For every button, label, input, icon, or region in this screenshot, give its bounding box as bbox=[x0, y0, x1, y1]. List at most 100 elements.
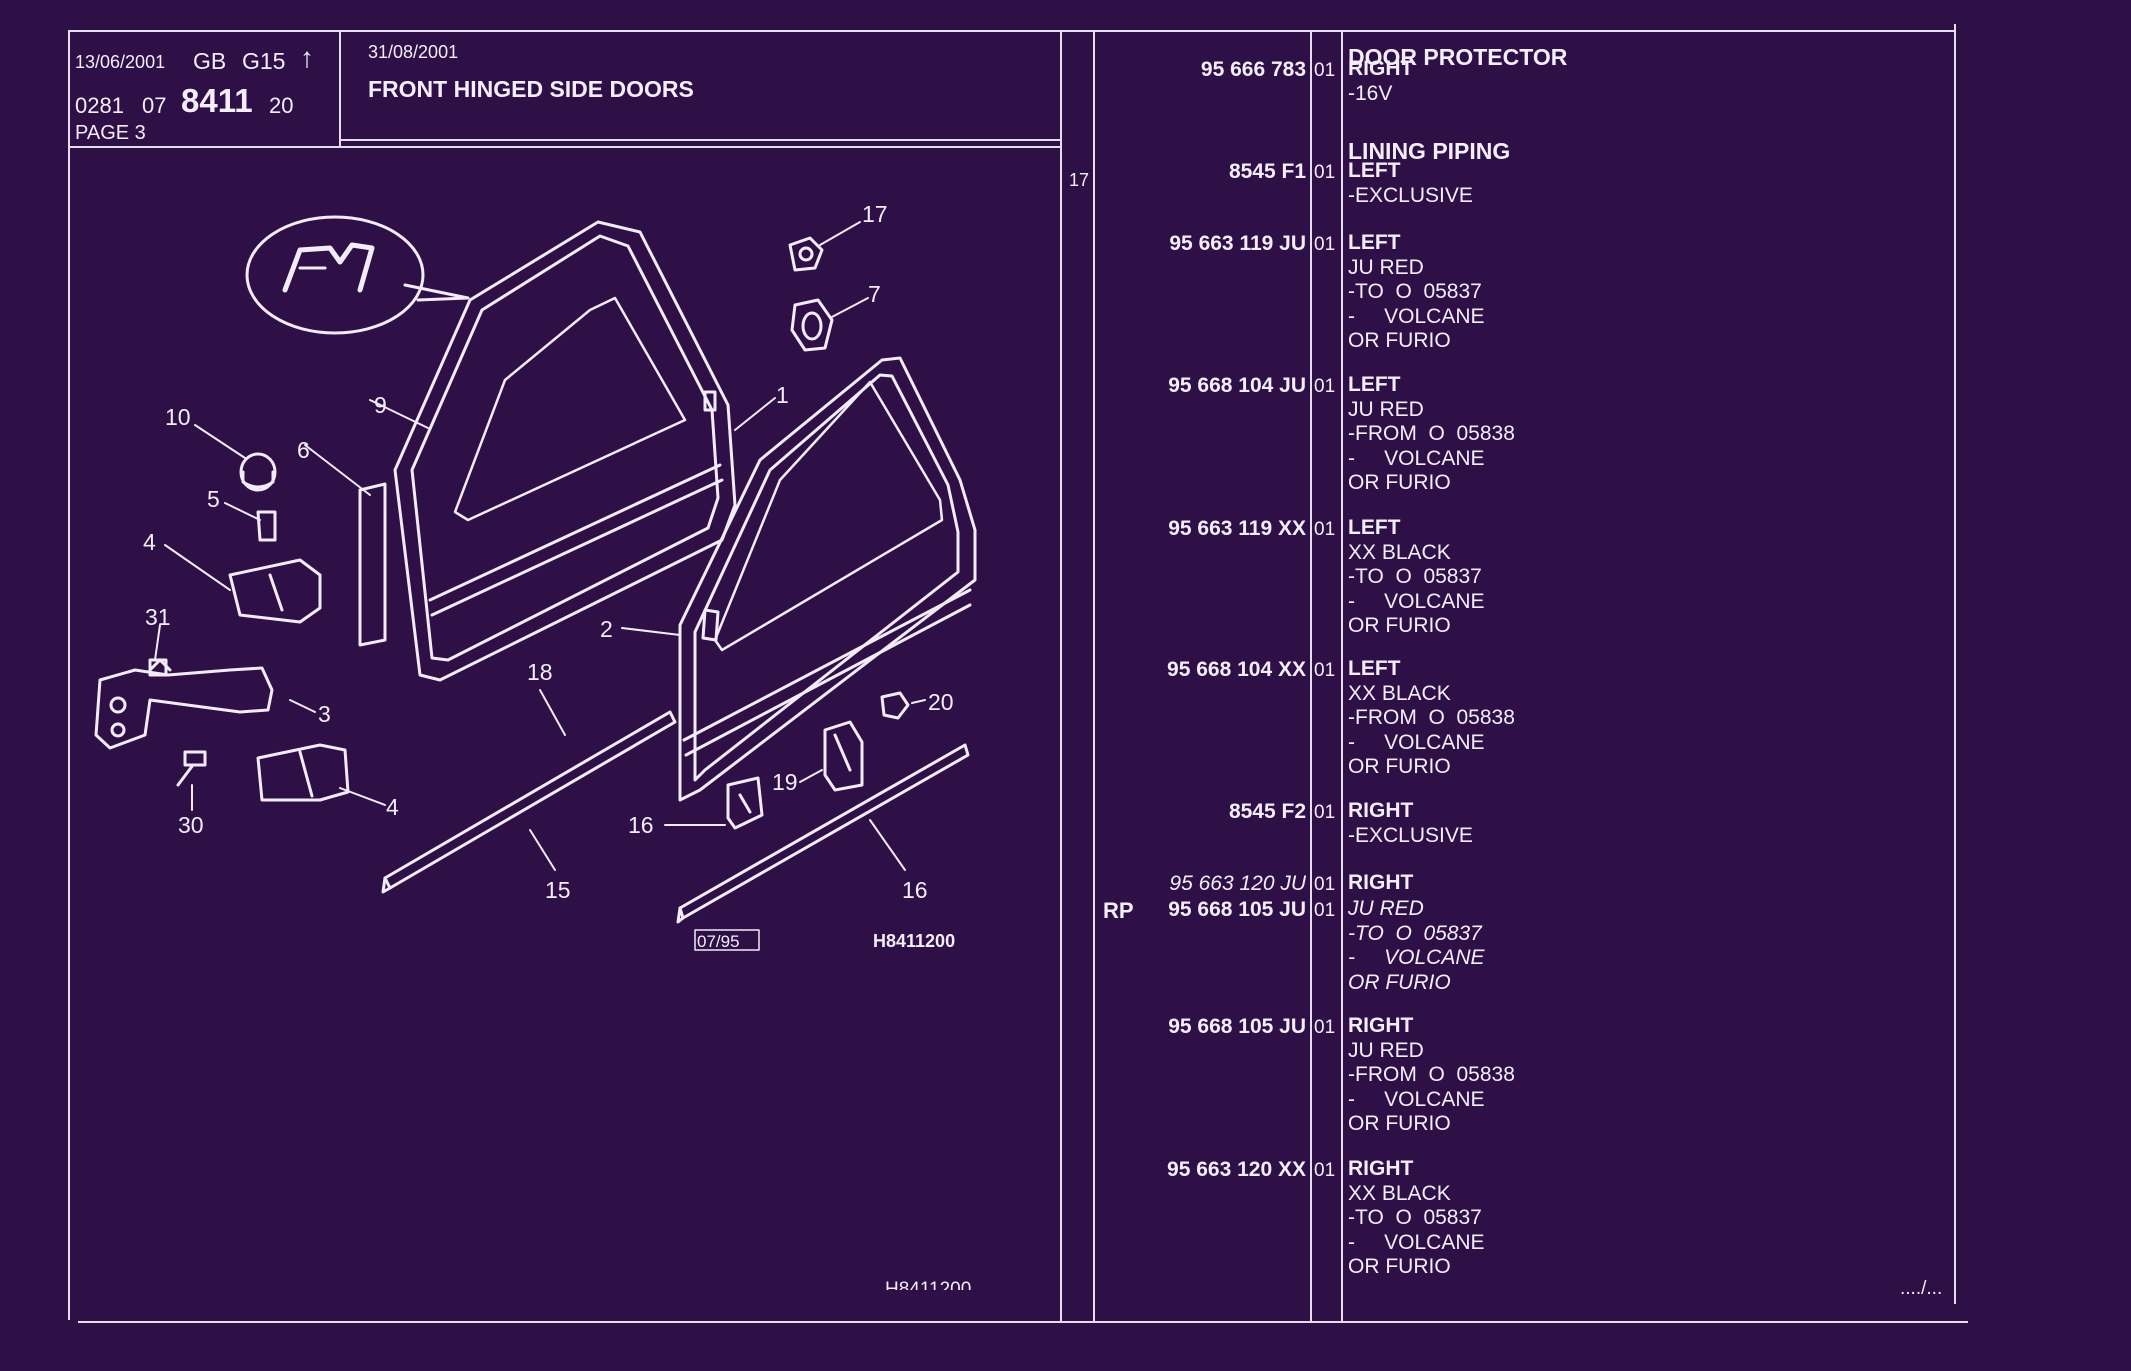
description-line: - VOLCANE bbox=[1348, 730, 1485, 754]
part-10-cap bbox=[239, 452, 277, 492]
callout-15: 15 bbox=[545, 877, 571, 903]
description-line: -EXCLUSIVE bbox=[1348, 183, 1473, 207]
header-lang: GB bbox=[193, 48, 227, 74]
part-8-grommet bbox=[788, 236, 824, 272]
section-heading: LINING PIPING bbox=[1348, 138, 1511, 164]
header-code-c: 20 bbox=[269, 93, 294, 118]
part-number: 95 668 105 JU bbox=[1168, 898, 1306, 921]
description-line: XX BLACK bbox=[1348, 540, 1451, 564]
part-quantity: 01 bbox=[1314, 660, 1336, 681]
callout-7: 7 bbox=[868, 281, 881, 307]
description-line: RIGHT bbox=[1348, 799, 1414, 822]
header-code-a: 0281 bbox=[75, 93, 124, 118]
part-quantity: 01 bbox=[1314, 234, 1336, 255]
description-line: -TO O 05837 bbox=[1348, 1206, 1482, 1229]
lining-piping-15 bbox=[383, 710, 677, 890]
header-box-bottom bbox=[68, 146, 1061, 148]
description-line: OR FURIO bbox=[1348, 471, 1451, 494]
description-line: XX BLACK bbox=[1348, 1181, 1451, 1205]
callout-4-top: 4 bbox=[143, 529, 156, 555]
header-box-divider bbox=[339, 32, 341, 147]
door-left-outline bbox=[358, 220, 737, 682]
description-line: - VOLCANE bbox=[1348, 304, 1485, 328]
divider-3 bbox=[1310, 32, 1312, 1322]
description-line: OR FURIO bbox=[1348, 329, 1451, 352]
part-number: 95 668 104 XX bbox=[1167, 658, 1306, 681]
callout-4-bottom: 4 bbox=[386, 794, 399, 820]
frame-left bbox=[68, 30, 70, 1320]
description-line: -FROM O 05838 bbox=[1348, 1063, 1515, 1086]
callout-31: 31 bbox=[145, 604, 171, 630]
part-quantity: 01 bbox=[1314, 519, 1336, 540]
description-line: OR FURIO bbox=[1348, 1255, 1451, 1278]
description-line: - VOLCANE bbox=[1348, 589, 1485, 613]
header-group: 8411 bbox=[181, 82, 253, 119]
description-line: JU RED bbox=[1348, 397, 1424, 421]
diagram-stamp: 07/95 bbox=[697, 932, 740, 951]
description-line: -EXCLUSIVE bbox=[1348, 823, 1473, 847]
description-line: LEFT bbox=[1348, 231, 1401, 254]
part-number: 8545 F1 bbox=[1228, 160, 1306, 183]
header-model: G15 bbox=[242, 48, 286, 74]
description-line: RIGHT bbox=[1348, 1014, 1414, 1037]
description-line: - VOLCANE bbox=[1348, 1087, 1485, 1111]
description-line: -TO O 05837 bbox=[1348, 565, 1482, 588]
callout-9: 9 bbox=[374, 392, 387, 418]
part-description: RIGHT-EXCLUSIVE bbox=[1348, 799, 1473, 848]
footer-ref: H8411200 bbox=[885, 1279, 971, 1290]
description-line: LEFT bbox=[1348, 373, 1401, 396]
part-quantity: 01 bbox=[1314, 802, 1336, 823]
arrow-up-icon: ↑ bbox=[300, 42, 314, 73]
exploded-parts-diagram: 17 7 1 9 10 6 5 4 31 2 3 18 20 19 4 30 1… bbox=[94, 201, 977, 1290]
description-line: - VOLCANE bbox=[1348, 446, 1485, 470]
description-line: JU RED bbox=[1348, 897, 1424, 920]
part-prefix: RP bbox=[1103, 898, 1134, 923]
callout-6: 6 bbox=[297, 437, 310, 463]
part-7-bush bbox=[790, 298, 834, 352]
part-number: 95 663 119 JU bbox=[1169, 232, 1306, 255]
divider-1 bbox=[1060, 32, 1062, 1322]
section-heading: DOOR PROTECTOR bbox=[1348, 44, 1568, 70]
continued-marker: ..../... bbox=[1900, 1278, 1943, 1299]
frame-top bbox=[68, 30, 1955, 32]
description-line: - VOLCANE bbox=[1348, 946, 1485, 969]
frame-right bbox=[1954, 24, 1956, 1304]
callout-8: 17 bbox=[862, 201, 888, 227]
part-number: 95 666 783 bbox=[1200, 58, 1306, 81]
description-line: OR FURIO bbox=[1348, 970, 1451, 994]
part-number: 95 663 120 JU bbox=[1169, 872, 1306, 895]
part-quantity: 01 bbox=[1314, 1017, 1336, 1038]
lining-piping-16 bbox=[678, 743, 970, 920]
description-line: OR FURIO bbox=[1348, 755, 1451, 778]
description-line: LEFT bbox=[1348, 516, 1401, 539]
part-description: RIGHT bbox=[1348, 871, 1413, 896]
part-number: 95 663 119 XX bbox=[1168, 517, 1306, 540]
description-line: OR FURIO bbox=[1348, 1112, 1451, 1135]
group-ref: 17 bbox=[1069, 170, 1090, 190]
part-quantity: 01 bbox=[1314, 60, 1336, 81]
part-quantity: 01 bbox=[1314, 900, 1336, 921]
description-line: -FROM O 05838 bbox=[1348, 706, 1515, 729]
header-page: PAGE 3 bbox=[75, 122, 146, 144]
divider-2 bbox=[1093, 32, 1095, 1322]
callout-5: 5 bbox=[207, 486, 220, 512]
description-line: RIGHT bbox=[1348, 871, 1414, 894]
description-line: LEFT bbox=[1348, 657, 1401, 680]
part-18-striker bbox=[823, 720, 864, 792]
part-description: RIGHT-16V bbox=[1348, 57, 1413, 106]
part-3-check-strap bbox=[94, 658, 274, 750]
callout-16: 16 bbox=[902, 877, 928, 903]
description-line: -TO O 05837 bbox=[1348, 280, 1482, 303]
description-line: - VOLCANE bbox=[1348, 1230, 1485, 1254]
description-line: JU RED bbox=[1348, 1038, 1424, 1062]
header-box-sub bbox=[339, 139, 1061, 141]
part-number: 95 668 105 JU bbox=[1168, 1015, 1306, 1038]
part-quantity: 01 bbox=[1314, 376, 1336, 397]
part-number: 95 668 104 JU bbox=[1168, 374, 1306, 397]
